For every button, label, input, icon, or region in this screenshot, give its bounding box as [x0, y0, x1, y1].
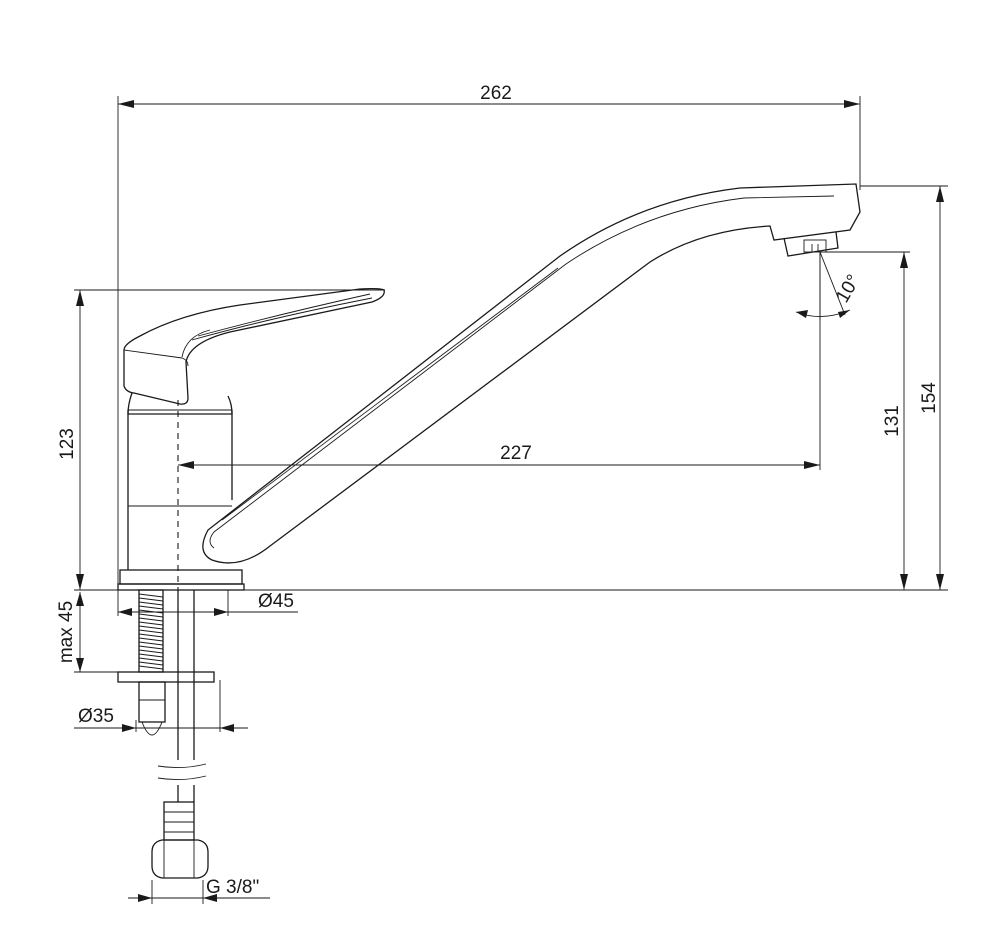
dimension-lever-height-label: 123 — [57, 428, 78, 460]
lever-handle — [123, 288, 385, 405]
dimension-connection-thread: G 3/8" — [128, 877, 270, 902]
spout — [202, 183, 861, 564]
dimension-overall-length: 262 — [118, 83, 860, 108]
dimension-hole-diameter-label: Ø35 — [78, 706, 114, 727]
dimension-total-height-label: 154 — [919, 382, 940, 414]
hex-nut — [151, 839, 209, 879]
dimension-aerator-angle-label: 10° — [832, 271, 865, 306]
dimension-spout-outlet-height-label: 131 — [882, 405, 903, 437]
dimension-hole-diameter: Ø35 — [74, 706, 248, 732]
thread-line — [138, 617, 164, 622]
mounting-assembly — [117, 589, 215, 879]
stud-threads — [138, 593, 164, 670]
thread-line — [138, 621, 164, 626]
thread-line — [138, 649, 164, 654]
thread-line — [138, 629, 164, 634]
hose-ferrule — [163, 801, 195, 841]
thread-line — [138, 645, 164, 650]
thread-line — [138, 605, 164, 610]
dimension-spout-reach: 227 — [178, 443, 820, 469]
thread-line — [138, 665, 164, 670]
dimension-aerator-angle: 10° — [795, 251, 865, 320]
dimension-connection-thread-label: G 3/8" — [206, 877, 259, 898]
thread-line — [138, 637, 164, 642]
mounting-nut — [138, 681, 166, 723]
thread-line — [138, 613, 164, 618]
dimension-deck-thickness-label: max 45 — [56, 601, 77, 663]
thread-line — [138, 601, 164, 606]
dimension-deck-thickness: max 45 — [56, 592, 84, 672]
thread-line — [138, 609, 164, 614]
thread-line — [138, 653, 164, 658]
dimension-overall-length-label: 262 — [480, 83, 512, 104]
dimension-base-diameter: Ø45 — [118, 591, 298, 616]
dimension-lever-height: 123 — [57, 290, 84, 590]
extension-lines — [74, 96, 948, 904]
dimension-base-diameter-label: Ø45 — [258, 591, 294, 612]
faucet-body — [117, 183, 861, 591]
base-ring — [119, 569, 243, 585]
dimension-total-height: 154 — [919, 186, 944, 590]
dimension-spout-reach-label: 227 — [500, 443, 532, 464]
thread-line — [138, 661, 164, 666]
break-mark — [157, 763, 207, 769]
thread-line — [138, 593, 164, 598]
dimension-spout-outlet-height: 131 — [882, 252, 908, 590]
thread-line — [138, 625, 164, 630]
body-cap — [127, 392, 233, 415]
thread-line — [138, 641, 164, 646]
thread-line — [138, 597, 164, 602]
thread-line — [138, 633, 164, 638]
mounting-plate — [117, 671, 215, 683]
thread-line — [138, 657, 164, 662]
